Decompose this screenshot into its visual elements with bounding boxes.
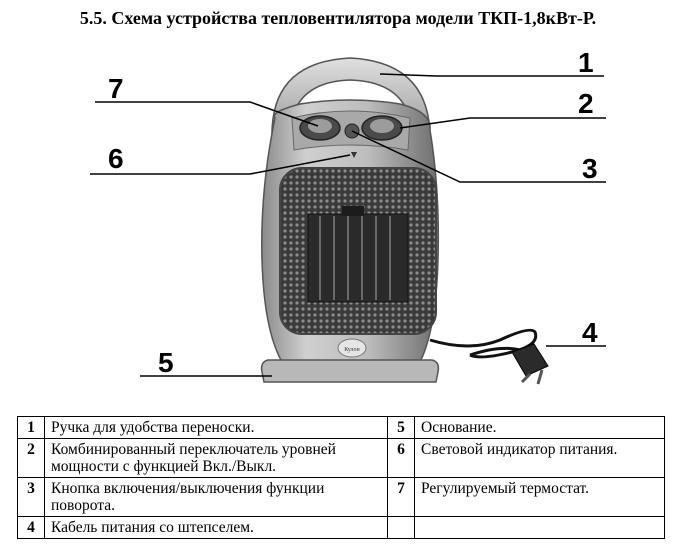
row-number — [388, 517, 415, 539]
power-plug — [512, 344, 548, 384]
row-description: Кнопка включения/выключения функции пово… — [45, 478, 388, 517]
row-description: Комбинированный переключатель уровней мо… — [45, 439, 388, 478]
callout-7: 7 — [108, 73, 124, 104]
callout-3: 3 — [582, 153, 598, 184]
row-description: Кабель питания со штепселем. — [45, 517, 388, 539]
row-description: Световой индикатор питания. — [415, 439, 665, 478]
row-description — [415, 517, 665, 539]
row-number: 1 — [18, 417, 45, 439]
row-number: 4 — [18, 517, 45, 539]
row-number: 7 — [388, 478, 415, 517]
callout-1: 1 — [578, 47, 594, 78]
row-number: 5 — [388, 417, 415, 439]
callout-5: 5 — [158, 347, 174, 378]
row-description: Ручка для удобства переноски. — [45, 417, 388, 439]
heater-base — [262, 360, 439, 382]
callout-6: 6 — [108, 143, 124, 174]
leader-1 — [380, 74, 604, 76]
row-description: Основание. — [415, 417, 665, 439]
legend-table: 1 Ручка для удобства переноски. 5 Основа… — [17, 416, 665, 539]
heater-diagram: Кулон 1 2 3 4 5 6 7 — [0, 0, 676, 410]
table-row: 2 Комбинированный переключатель уровней … — [18, 439, 665, 478]
callout-2: 2 — [578, 88, 594, 119]
leader-2 — [400, 118, 606, 128]
logo-text: Кулон — [344, 347, 360, 353]
callout-4: 4 — [582, 317, 598, 348]
row-number: 3 — [18, 478, 45, 517]
row-description: Регулируемый термостат. — [415, 478, 665, 517]
row-number: 6 — [388, 439, 415, 478]
table-row: 4 Кабель питания со штепселем. — [18, 517, 665, 539]
table-row: 1 Ручка для удобства переноски. 5 Основа… — [18, 417, 665, 439]
row-number: 2 — [18, 439, 45, 478]
table-row: 3 Кнопка включения/выключения функции по… — [18, 478, 665, 517]
